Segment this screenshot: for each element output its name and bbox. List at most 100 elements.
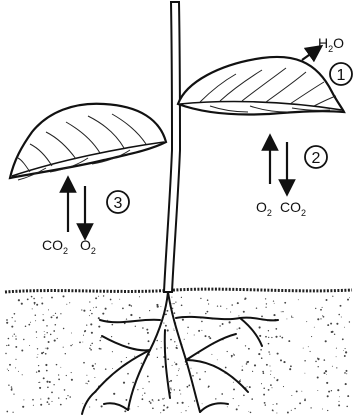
soil-speck bbox=[304, 360, 306, 362]
soil-speck bbox=[37, 354, 38, 355]
soil-speck bbox=[107, 320, 108, 321]
soil-speck bbox=[344, 327, 345, 328]
soil-speck bbox=[165, 325, 167, 327]
soil-speck bbox=[6, 319, 8, 321]
soil-speck bbox=[280, 359, 282, 361]
soil-speck bbox=[8, 344, 10, 346]
soil-speck bbox=[167, 329, 169, 331]
marker-1: 1 bbox=[330, 63, 352, 85]
soil-speck bbox=[201, 321, 203, 323]
soil-speck bbox=[260, 349, 262, 351]
soil-speck bbox=[70, 345, 72, 347]
soil-speck bbox=[71, 379, 73, 381]
soil-speck bbox=[326, 299, 328, 301]
soil-speck bbox=[273, 404, 274, 405]
soil-speck bbox=[12, 412, 13, 413]
soil-speck bbox=[330, 323, 332, 325]
soil-speck bbox=[270, 366, 271, 367]
soil bbox=[5, 289, 352, 416]
soil-speck bbox=[82, 342, 83, 343]
soil-speck bbox=[187, 333, 188, 334]
soil-speck bbox=[105, 368, 107, 370]
soil-speck bbox=[91, 313, 92, 314]
soil-speck bbox=[277, 353, 279, 355]
soil-speck bbox=[79, 342, 81, 344]
soil-speck bbox=[11, 389, 13, 391]
right-co2-label: CO2 bbox=[280, 199, 306, 218]
soil-speck bbox=[246, 361, 248, 363]
soil-speck bbox=[38, 370, 40, 372]
soil-speck bbox=[175, 363, 177, 365]
soil-speck bbox=[338, 314, 340, 316]
soil-speck bbox=[66, 304, 67, 305]
stem bbox=[164, 2, 180, 292]
soil-speck bbox=[30, 322, 31, 323]
soil-speck bbox=[268, 330, 269, 331]
soil-speck bbox=[346, 370, 348, 372]
soil-speck bbox=[103, 295, 104, 296]
soil-speck bbox=[60, 313, 61, 314]
soil-speck bbox=[170, 388, 171, 389]
soil-speck bbox=[12, 317, 13, 318]
soil-speck bbox=[37, 348, 38, 349]
soil-speck bbox=[298, 299, 299, 300]
soil-speck bbox=[5, 353, 6, 354]
soil-speck bbox=[142, 388, 143, 389]
soil-speck bbox=[343, 350, 344, 351]
soil-speck bbox=[296, 390, 298, 392]
soil-speck bbox=[7, 369, 8, 370]
soil-speck bbox=[283, 386, 284, 387]
soil-speck bbox=[233, 382, 234, 383]
soil-speck bbox=[252, 371, 253, 372]
soil-speck bbox=[53, 384, 54, 385]
soil-speck bbox=[112, 303, 113, 304]
soil-speck bbox=[318, 358, 320, 360]
soil-speck bbox=[200, 298, 201, 299]
soil-speck bbox=[182, 319, 184, 321]
soil-speck bbox=[275, 336, 277, 338]
soil-speck bbox=[196, 372, 197, 373]
soil-speck bbox=[137, 389, 138, 390]
soil-speck bbox=[268, 337, 269, 338]
soil-speck bbox=[217, 359, 218, 360]
soil-speck bbox=[327, 410, 328, 411]
soil-speck bbox=[38, 365, 39, 366]
soil-speck bbox=[233, 388, 235, 390]
soil-speck bbox=[176, 345, 177, 346]
soil-speck bbox=[268, 351, 270, 353]
soil-speck bbox=[35, 314, 36, 315]
soil-speck bbox=[174, 330, 175, 331]
soil-speck bbox=[328, 391, 330, 393]
soil-speck bbox=[174, 341, 175, 342]
soil-speck bbox=[198, 330, 200, 332]
soil-speck bbox=[89, 406, 90, 407]
soil-speck bbox=[174, 362, 175, 363]
right-leaf bbox=[178, 57, 344, 115]
soil-speck bbox=[263, 394, 265, 396]
transpiration-label: H2O bbox=[318, 35, 344, 54]
soil-speck bbox=[90, 310, 91, 311]
marker-2: 2 bbox=[305, 146, 327, 168]
soil-speck bbox=[132, 382, 133, 383]
soil-speck bbox=[176, 348, 178, 350]
soil-speck bbox=[158, 399, 160, 401]
soil-speck bbox=[53, 315, 54, 316]
soil-speck bbox=[306, 321, 307, 322]
soil-speck bbox=[8, 370, 9, 371]
soil-speck bbox=[180, 393, 181, 394]
soil-speck bbox=[262, 371, 264, 373]
soil-speck bbox=[243, 394, 245, 396]
soil-speck bbox=[177, 402, 179, 404]
soil-speck bbox=[345, 383, 347, 385]
soil-speck bbox=[63, 347, 64, 348]
soil-speck bbox=[48, 403, 50, 405]
soil-speck bbox=[48, 341, 50, 343]
soil-speck bbox=[119, 299, 120, 300]
soil-speck bbox=[156, 348, 157, 349]
soil-speck bbox=[15, 346, 17, 348]
soil-speck bbox=[221, 393, 223, 395]
soil-speck bbox=[233, 354, 235, 356]
soil-speck bbox=[173, 329, 174, 330]
soil-speck bbox=[181, 304, 183, 306]
soil-speck bbox=[276, 413, 277, 414]
